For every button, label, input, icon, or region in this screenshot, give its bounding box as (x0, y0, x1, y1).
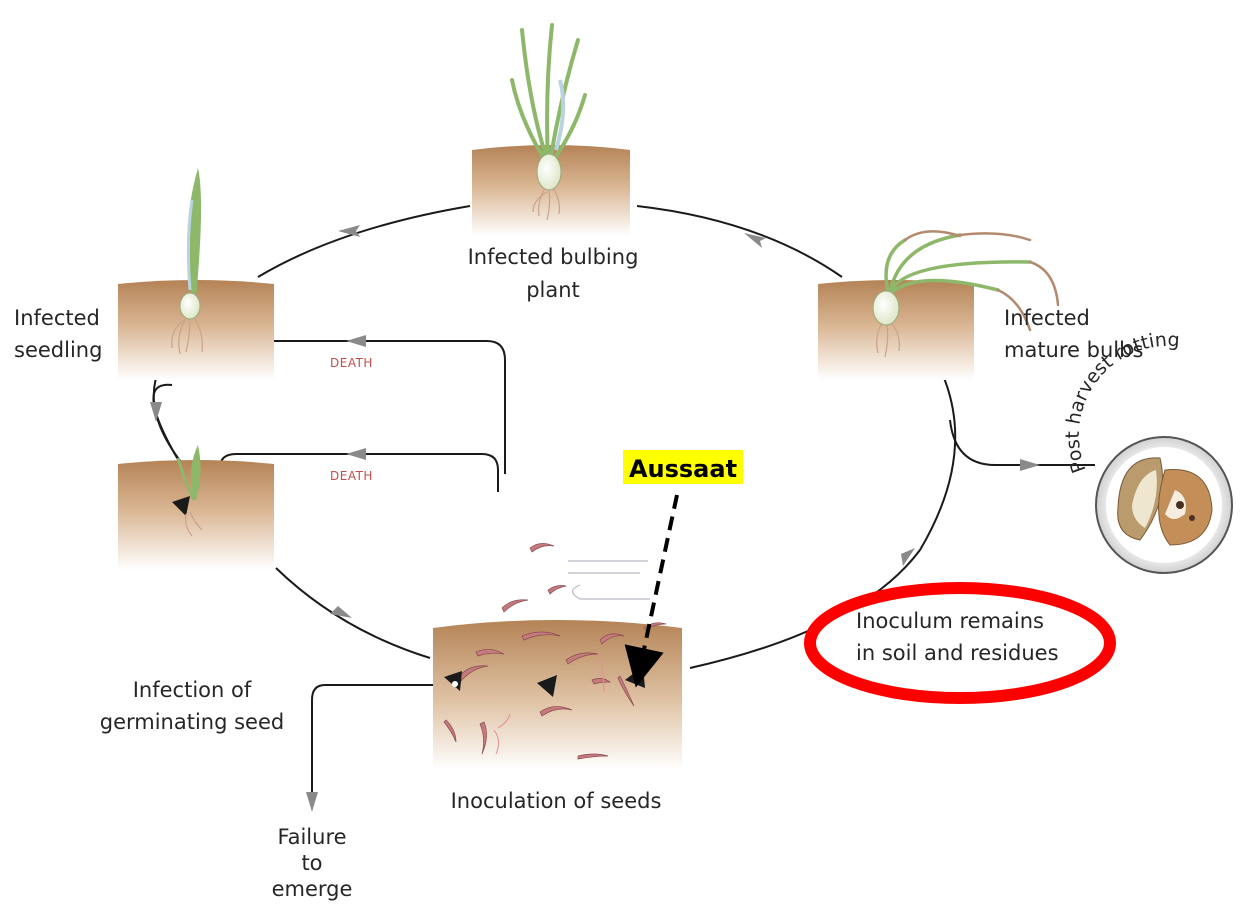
line-seedling-to-bulbing (258, 206, 470, 277)
line-germinating-to-inoculation (276, 568, 430, 658)
label-germinating-l1: Infection of (133, 678, 252, 702)
label-failure-l1: Failure (277, 825, 346, 849)
label-bulbing-plant-l2: plant (526, 278, 580, 302)
label-failure-l2: to (301, 851, 322, 875)
arrow-icon (150, 402, 162, 422)
label-inoculum-l2: in soil and residues (856, 641, 1059, 665)
stage-infection-germinating-seed (118, 445, 274, 570)
label-mature-bulbs-l2: mature bulbs (1004, 338, 1143, 362)
label-seedling-l1: Infected (14, 306, 100, 330)
aussaat-label: Aussaat (629, 455, 737, 483)
stage-post-harvest-rotting (1096, 437, 1232, 573)
arrow-icon (1020, 459, 1040, 471)
line-bulbing-to-mature (637, 206, 842, 277)
stage-inoculation-of-seeds (433, 543, 682, 770)
death-label-1: DEATH (330, 356, 373, 370)
label-bulbing-plant-l1: Infected bulbing (468, 245, 639, 269)
stage-infected-bulbing-plant (472, 25, 630, 236)
stage-infected-seedling (118, 168, 274, 380)
label-mature-bulbs-l1: Infected (1004, 306, 1090, 330)
death-label-2: DEATH (330, 469, 373, 483)
arrow-icon (346, 448, 366, 460)
label-inoculation-of-seeds: Inoculation of seeds (451, 789, 662, 813)
label-seedling-l2: seedling (14, 338, 102, 362)
label-failure-l3: emerge (272, 877, 353, 901)
arrow-icon (306, 792, 318, 812)
line-germinating-to-seedling (153, 385, 183, 468)
label-germinating-l2: germinating seed (100, 710, 284, 734)
label-inoculum-l1: Inoculum remains (856, 609, 1044, 633)
arrow-icon (346, 335, 366, 347)
wind-lines (568, 560, 650, 598)
line-failure (312, 685, 450, 800)
arrow-icon (330, 606, 352, 618)
